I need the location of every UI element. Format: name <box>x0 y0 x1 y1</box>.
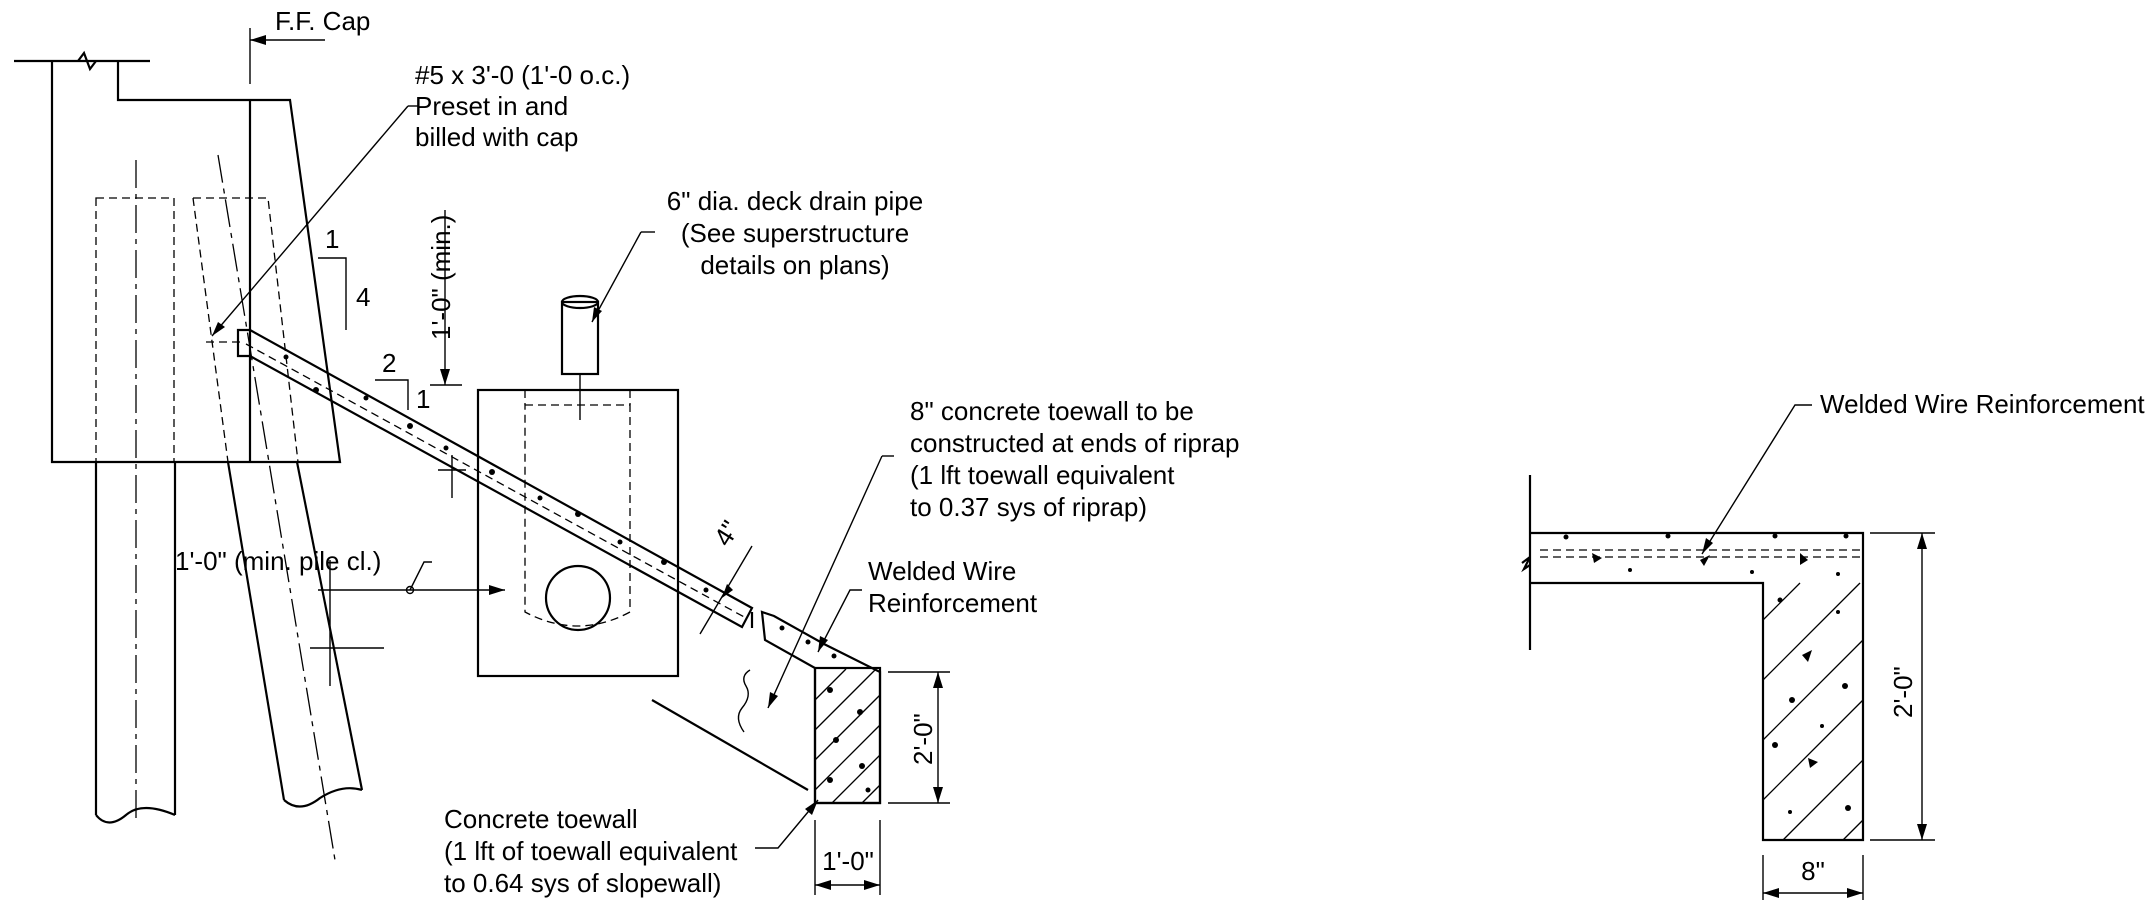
rebar-callout: #5 x 3'-0 (1'-0 o.c.) Preset in and bill… <box>206 60 630 343</box>
detail-wwr-label: Welded Wire Reinforcement <box>1820 389 2145 419</box>
detail-width-dimension: 8" <box>1762 855 1864 900</box>
pile-cap <box>14 50 342 464</box>
wwr-label-1: Welded Wire <box>868 556 1016 586</box>
ff-cap-marker: F.F. Cap <box>249 6 370 84</box>
deck-drain-box <box>476 388 680 678</box>
slope-ratio-symbol: 2 1 <box>375 348 430 414</box>
slope-run: 2 <box>382 348 396 378</box>
min-height-label: 1'-0" (min.) <box>426 215 456 340</box>
concrete-label-2: (1 lft of toewall equivalent <box>444 836 738 866</box>
toewall-label-3: (1 lft toewall equivalent <box>910 460 1175 490</box>
detail-height-label: 2'-0" <box>1888 666 1918 718</box>
thickness-label: 4" <box>708 515 746 551</box>
slope-rise: 1 <box>416 384 430 414</box>
toe-width-label: 1'-0" <box>822 846 874 876</box>
min-height-dimension: 1'-0" (min.) <box>426 210 466 498</box>
wwr-label-2: Reinforcement <box>868 588 1038 618</box>
toe-width-dimension: 1'-0" <box>814 820 881 895</box>
drain-pipe: 6" dia. deck drain pipe (See superstruct… <box>560 186 923 420</box>
batter-run: 4 <box>356 282 370 312</box>
detail-wwr-callout: Welded Wire Reinforcement <box>1701 389 2145 555</box>
slopewall-slab <box>236 328 754 629</box>
pile-clearance-label: 1'-0" (min. pile cl.) <box>175 546 381 576</box>
detail-height-dimension: 2'-0" <box>1870 532 1935 841</box>
toe-height-dimension: 2'-0" <box>888 671 950 804</box>
vertical-pile <box>94 160 177 824</box>
drain-label-2: (See superstructure <box>681 218 909 248</box>
detail-width-label: 8" <box>1801 856 1825 886</box>
toewall <box>813 666 882 805</box>
wwr-callout: Welded Wire Reinforcement <box>817 556 1038 653</box>
concrete-label-3: to 0.64 sys of slopewall) <box>444 868 721 898</box>
batter-slope-symbol: 1 4 <box>318 224 370 330</box>
toewall-label-4: to 0.37 sys of riprap) <box>910 492 1147 522</box>
rebar-label-2: Preset in and <box>415 91 568 121</box>
pile-clearance-dimension: 1'-0" (min. pile cl.) <box>175 546 505 686</box>
riprap-line <box>651 699 809 791</box>
drain-label-1: 6" dia. deck drain pipe <box>667 186 923 216</box>
toe-height-label: 2'-0" <box>908 713 938 765</box>
detail-toewall <box>1762 582 1864 841</box>
rebar-label-1: #5 x 3'-0 (1'-0 o.c.) <box>415 60 630 90</box>
toewall-callout: 8" concrete toewall to be constructed at… <box>737 396 1240 733</box>
drain-label-3: details on plans) <box>700 250 889 280</box>
toewall-label-2: constructed at ends of riprap <box>910 428 1240 458</box>
batter-rise: 1 <box>325 224 339 254</box>
concrete-label-1: Concrete toewall <box>444 804 638 834</box>
detail-slab <box>1521 475 1865 842</box>
rebar-label-3: billed with cap <box>415 122 578 152</box>
battered-pile <box>192 154 364 861</box>
concrete-toewall-callout: Concrete toewall (1 lft of toewall equiv… <box>444 799 819 898</box>
thickness-dimension: 4" <box>699 515 753 635</box>
toewall-label-1: 8" concrete toewall to be <box>910 396 1194 426</box>
ff-cap-label: F.F. Cap <box>275 6 370 36</box>
